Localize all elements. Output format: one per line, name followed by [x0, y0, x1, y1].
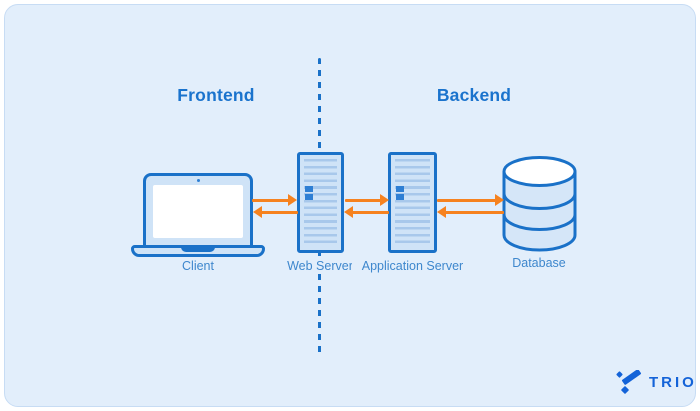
application-server-tower-icon — [388, 152, 437, 253]
server-led-chip — [396, 194, 404, 200]
laptop-screen — [153, 185, 243, 238]
arrow-head-icon — [253, 206, 262, 218]
server-led-chip — [305, 194, 313, 200]
arrow-webserver-to-appserver — [345, 194, 389, 206]
laptop-base — [131, 245, 265, 257]
arrow-shaft — [252, 198, 289, 202]
arrow-database-to-appserver — [437, 206, 504, 218]
camera-dot-icon — [196, 179, 200, 182]
arrow-appserver-to-webserver — [344, 206, 389, 218]
arrow-head-icon — [495, 194, 504, 206]
database-cylinder-icon — [502, 156, 577, 252]
server-stripes — [395, 159, 430, 246]
web-server-tower-icon — [297, 152, 344, 253]
application-server-label: Application Server — [352, 259, 473, 273]
arrow-head-icon — [437, 206, 446, 218]
arrow-shaft — [345, 198, 381, 202]
arrow-appserver-to-database — [437, 194, 504, 206]
client-label: Client — [153, 259, 243, 273]
arrow-shaft — [437, 198, 496, 202]
arrow-shaft — [261, 210, 298, 214]
web-server-label: Web Server — [275, 259, 365, 273]
database-label: Database — [489, 256, 589, 270]
arrow-webserver-to-client — [253, 206, 298, 218]
server-led-chip — [305, 186, 313, 192]
server-stripes — [304, 159, 337, 246]
server-led-chip — [396, 186, 404, 192]
arrow-shaft — [445, 210, 504, 214]
frontend-heading: Frontend — [177, 85, 255, 105]
arrow-head-icon — [380, 194, 389, 206]
diagram-card — [4, 4, 696, 407]
laptop-icon — [143, 173, 253, 245]
trio-logo-text: TRIO — [649, 374, 697, 391]
arrow-client-to-webserver — [252, 194, 297, 206]
trackpad-notch — [181, 247, 215, 252]
arrow-head-icon — [288, 194, 297, 206]
trio-diamond-icon — [616, 370, 642, 394]
backend-heading: Backend — [436, 85, 512, 105]
arrow-shaft — [352, 210, 389, 214]
trio-logo: TRIO — [615, 370, 697, 395]
arrow-head-icon — [344, 206, 353, 218]
